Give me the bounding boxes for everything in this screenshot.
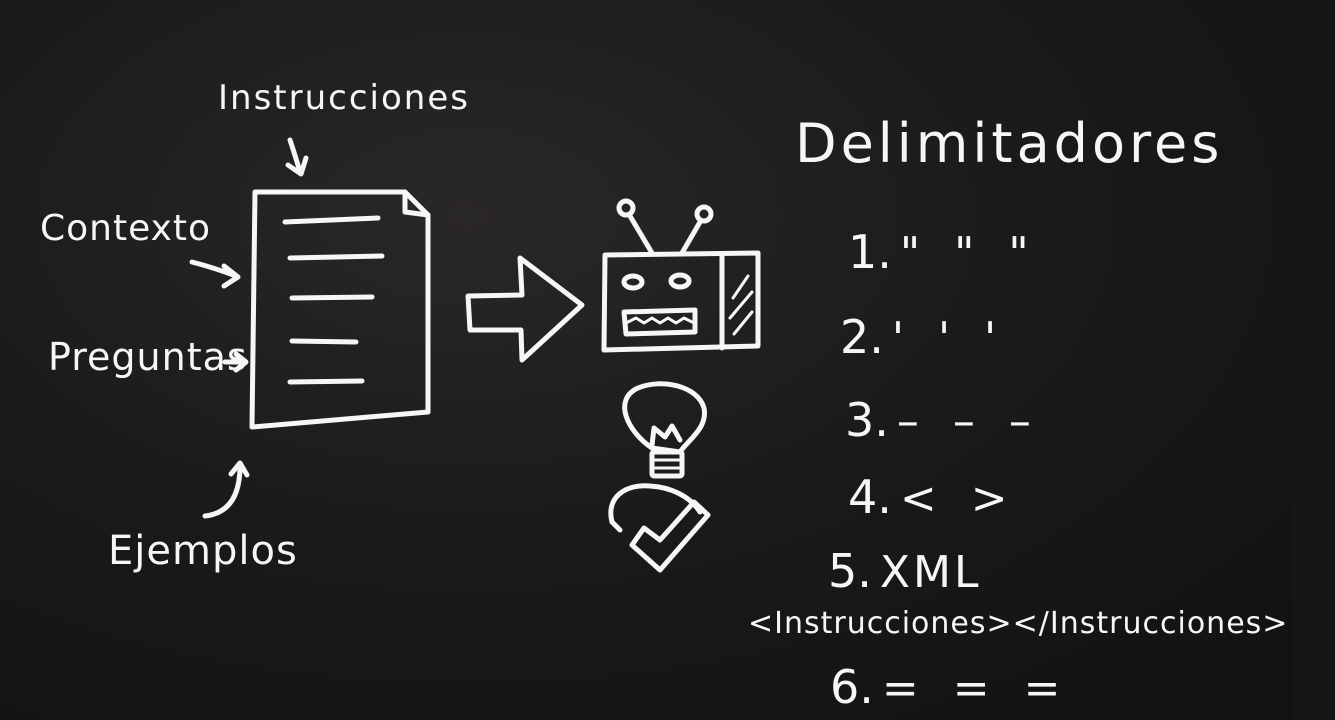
item-symbol: < > [899, 473, 1018, 524]
checkmark-icon [608, 483, 711, 573]
arrow-instrucciones-icon [285, 137, 309, 177]
item-symbol: ' ' ' [891, 313, 1007, 364]
item-number: 2. [840, 310, 884, 364]
label-contexto: Contexto [40, 208, 212, 249]
delimitadores-title: Delimitadores [795, 112, 1224, 175]
item-number: 1. [848, 225, 892, 279]
arrow-right-icon [465, 255, 585, 363]
item-symbol: XML [879, 547, 982, 598]
label-preguntas: Preguntas [48, 335, 248, 379]
delimiter-item-2: 2.' ' ' [840, 310, 1006, 364]
frame-edge [1293, 0, 1335, 720]
xml-example: <Instrucciones></Instrucciones> [748, 606, 1289, 641]
label-instrucciones: Instrucciones [218, 78, 470, 118]
delimiter-item-4: 4.< > [848, 470, 1018, 524]
item-number: 6. [830, 660, 874, 714]
robot-icon [601, 198, 761, 353]
lightbulb-icon [622, 381, 707, 479]
item-number: 5. [828, 544, 872, 598]
arrow-contexto-icon [189, 259, 241, 289]
item-symbol: – – – [896, 396, 1041, 447]
document-icon [249, 189, 431, 430]
item-number: 4. [848, 470, 892, 524]
item-number: 3. [845, 393, 889, 447]
delimiter-item-1: 1." " " [848, 225, 1039, 279]
item-symbol: = = = [881, 663, 1071, 714]
item-symbol: " " " [899, 228, 1039, 279]
delimiter-item-6: 6.= = = [830, 660, 1070, 714]
arrow-ejemplos-icon [202, 460, 250, 519]
delimiter-item-5: 5.XML [828, 544, 982, 598]
delimiter-item-3: 3.– – – [845, 393, 1041, 447]
label-ejemplos: Ejemplos [108, 528, 298, 574]
arrow-preguntas-icon [222, 351, 249, 373]
